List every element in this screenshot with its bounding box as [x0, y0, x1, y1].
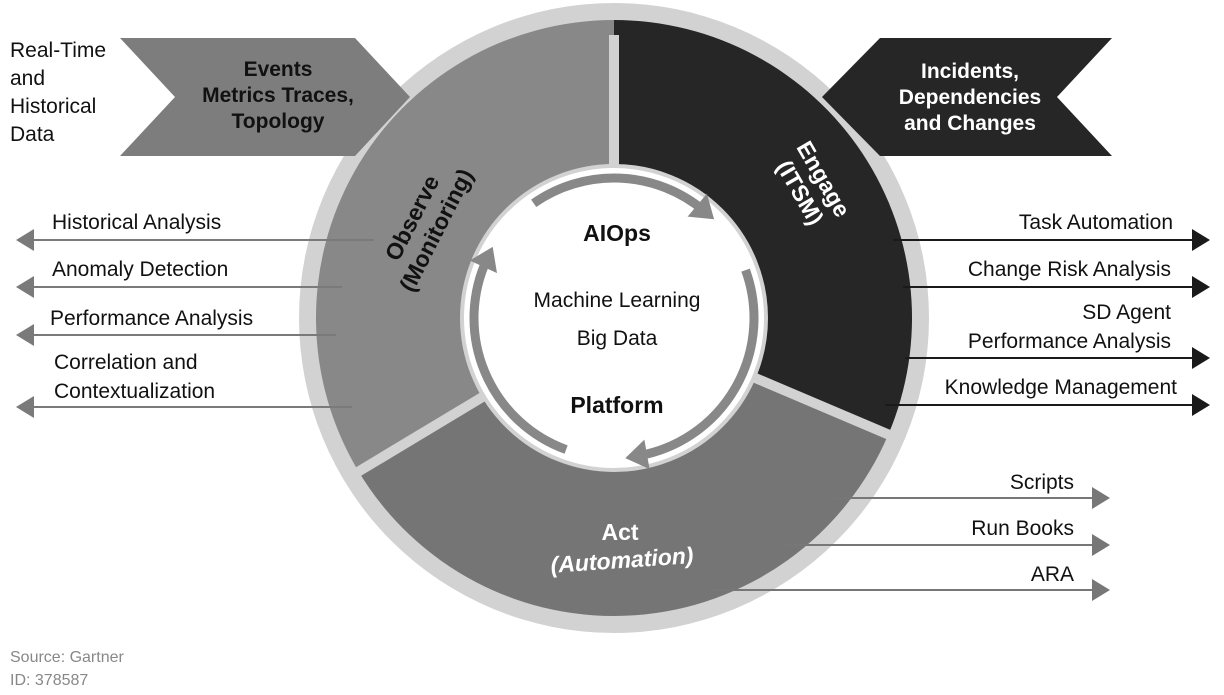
- act-title: Act: [601, 519, 638, 545]
- data-source-line: Data: [10, 123, 55, 146]
- engage-chevron-text: Dependencies: [899, 86, 1041, 109]
- center-line: Machine Learning: [534, 289, 701, 312]
- act-output-arrow: Scripts: [835, 471, 1110, 509]
- observe-output-label: Performance Analysis: [50, 307, 253, 330]
- center-footer: Platform: [570, 392, 663, 418]
- engage-chevron-text: Incidents,: [921, 60, 1019, 83]
- act-segment: [358, 376, 889, 616]
- segment-divider: [354, 390, 489, 477]
- observe-output-label: Correlation and: [54, 351, 198, 374]
- observe-output-arrow: Performance Analysis: [16, 307, 336, 346]
- data-source-line: Real-Time: [10, 39, 106, 62]
- engage-chevron-text: and Changes: [904, 112, 1036, 135]
- data-source-label: Real-Time and Historical Data: [10, 39, 106, 146]
- act-output-label: ARA: [1031, 563, 1074, 586]
- observe-output-arrow: Correlation and Contextualization: [16, 351, 352, 418]
- engage-input-chevron: Incidents, Dependencies and Changes: [822, 38, 1112, 156]
- engage-output-label: Knowledge Management: [945, 376, 1177, 399]
- observe-segment: [316, 20, 614, 472]
- observe-chevron-text: Metrics Traces,: [202, 84, 354, 107]
- center-title: AIOps: [583, 220, 651, 246]
- observe-output-label: Contextualization: [54, 380, 215, 403]
- engage-output-arrow: SD Agent Performance Analysis: [905, 301, 1210, 369]
- cycle-arrows: [469, 173, 759, 470]
- observe-output-label: Anomaly Detection: [52, 258, 228, 281]
- observe-chevron-text: Events: [244, 58, 313, 81]
- engage-output-arrow: Knowledge Management: [885, 376, 1210, 416]
- act-output-label: Run Books: [971, 517, 1074, 540]
- cycle-arrow-right: [637, 268, 759, 461]
- id-caption: ID: 378587: [10, 672, 88, 689]
- cycle-arrowhead: [469, 246, 497, 274]
- engage-segment: [614, 20, 912, 435]
- engage-output-label: Performance Analysis: [968, 330, 1171, 353]
- observe-output-arrow: Historical Analysis: [16, 211, 374, 251]
- observe-input-chevron: Events Metrics Traces, Topology: [120, 38, 410, 156]
- center-line: Big Data: [577, 327, 658, 350]
- observe-output-arrow: Anomaly Detection: [16, 258, 342, 298]
- center-disk: [460, 164, 768, 472]
- cycle-arrowhead: [625, 439, 650, 470]
- engage-output-label: SD Agent: [1082, 301, 1171, 324]
- engage-output-label: Change Risk Analysis: [968, 258, 1171, 281]
- cycle-arrowhead: [687, 193, 715, 220]
- cycle-arrow-left: [469, 256, 568, 454]
- source-caption: Source: Gartner: [10, 649, 125, 666]
- segment-divider: [750, 372, 893, 440]
- engage-output-label: Task Automation: [1019, 211, 1173, 234]
- observe-chevron-text: Topology: [232, 110, 325, 133]
- act-output-arrow: Run Books: [782, 517, 1110, 556]
- data-source-line: Historical: [10, 95, 96, 118]
- cycle-arrow-top: [531, 173, 707, 215]
- act-output-arrow: ARA: [712, 563, 1110, 601]
- engage-output-arrow: Task Automation: [893, 211, 1210, 251]
- engage-output-arrow: Change Risk Analysis: [903, 258, 1210, 298]
- observe-output-label: Historical Analysis: [52, 211, 221, 234]
- act-output-label: Scripts: [1010, 471, 1074, 494]
- data-source-line: and: [10, 67, 45, 90]
